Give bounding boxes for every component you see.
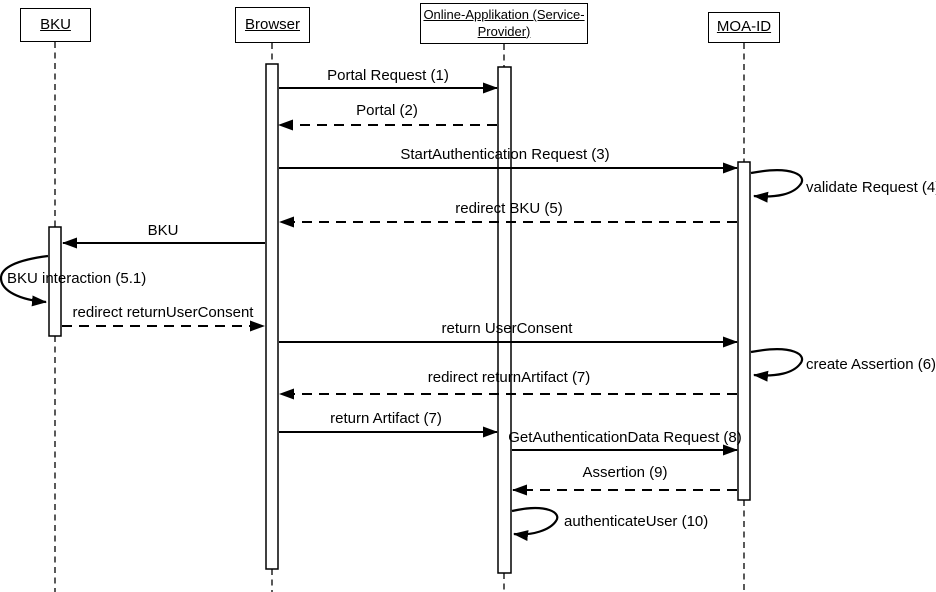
message-arrows	[0, 82, 803, 542]
message-label-portal-request: Portal Request (1)	[327, 67, 449, 84]
message-label-create-assertion: create Assertion (6)	[806, 356, 936, 373]
activation-browser	[265, 63, 279, 570]
activation-bku	[48, 226, 62, 337]
actor-box-browser: Browser	[235, 7, 310, 43]
lifelines	[54, 42, 745, 592]
message-label-redirect-return-artifact: redirect returnArtifact (7)	[427, 369, 591, 386]
message-label-get-authentication-data-request: GetAuthenticationData Request (8)	[508, 429, 742, 446]
message-label-bku: BKU	[147, 222, 179, 239]
activation-online-applikation	[497, 66, 512, 574]
arrow-authenticate-user-self	[511, 506, 559, 542]
message-label-redirect-bku: redirect BKU (5)	[455, 200, 563, 217]
message-label-redirect-return-user-consent: redirect returnUserConsent	[72, 304, 254, 321]
message-label-bku-interaction: BKU interaction (5.1)	[7, 270, 147, 287]
actor-label-moa-id: MOA-ID	[716, 18, 772, 36]
message-label-validate-request: validate Request (4)	[806, 179, 936, 196]
activation-moa-id	[737, 161, 751, 501]
message-label-assertion: Assertion (9)	[582, 464, 668, 481]
activation-bars	[48, 63, 751, 574]
message-label-return-user-consent: return UserConsent	[441, 320, 573, 337]
actor-box-online-applikation: Online-Applikation (Service-Provider)	[420, 3, 588, 44]
arrow-create-assertion-self	[750, 348, 803, 382]
message-label-return-artifact: return Artifact (7)	[330, 410, 442, 427]
actor-label-browser: Browser	[244, 15, 300, 33]
arrow-validate-request-self	[750, 169, 803, 203]
message-label-start-authentication-request: StartAuthentication Request (3)	[400, 146, 610, 163]
actor-box-moa-id: MOA-ID	[708, 12, 780, 43]
message-label-authenticate-user: authenticateUser (10)	[564, 513, 709, 530]
actor-label-bku: BKU	[40, 15, 71, 33]
arrow-bku-interaction-self	[0, 254, 49, 307]
actor-box-bku: BKU	[20, 8, 91, 42]
actor-label-online-applikation: Online-Applikation (Service-Provider)	[423, 7, 585, 39]
message-label-portal-return: Portal (2)	[356, 102, 418, 119]
